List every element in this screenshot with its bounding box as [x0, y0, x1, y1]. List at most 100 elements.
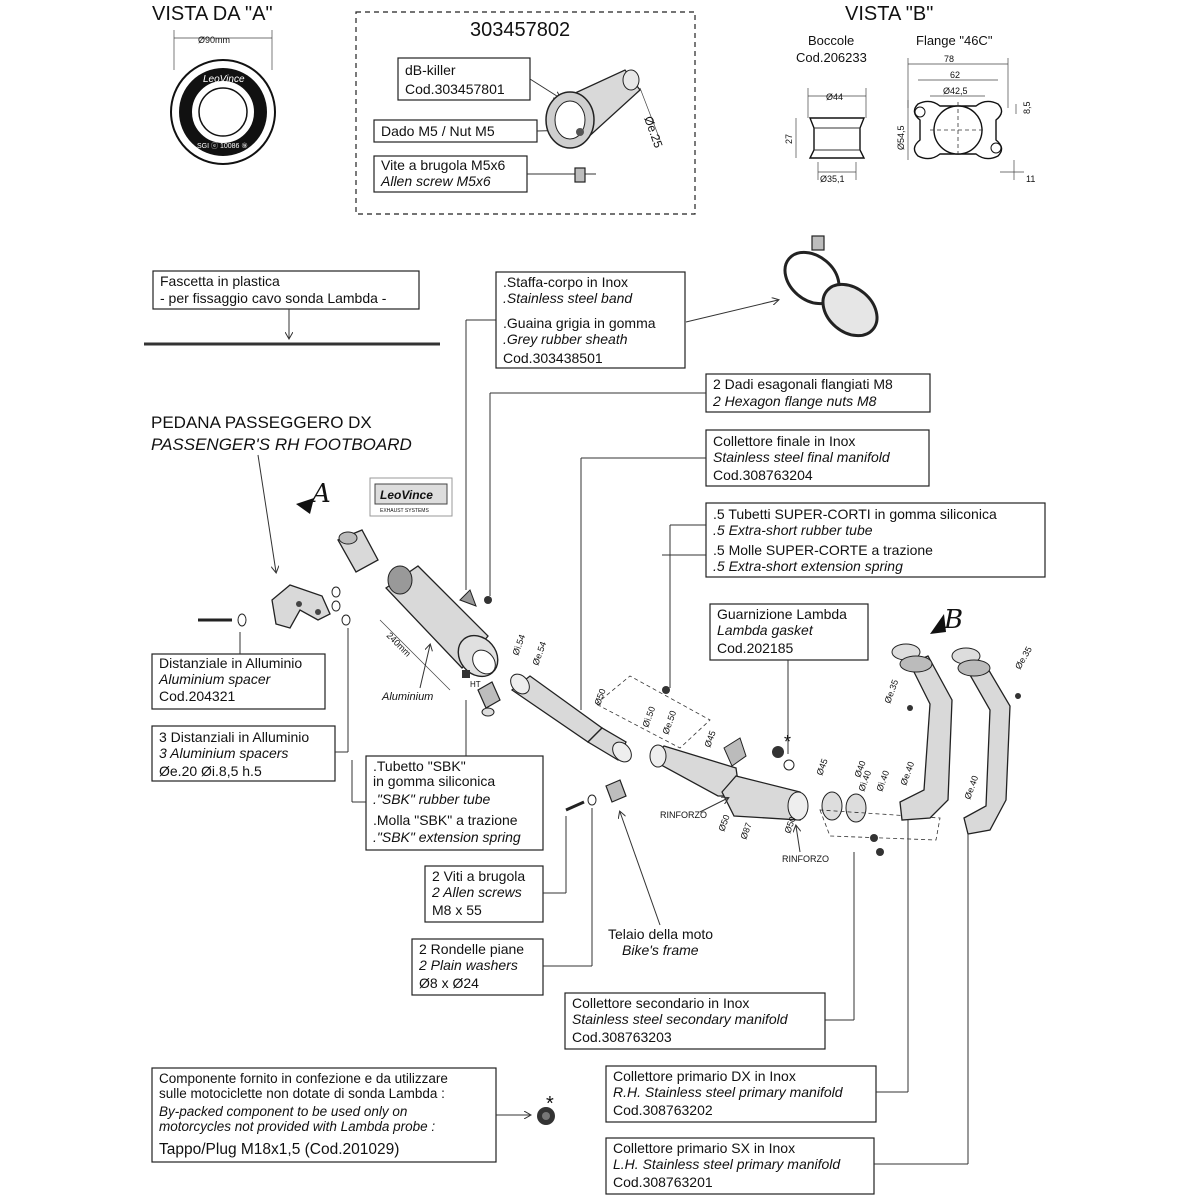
secondary-manifold-code: Cod.308763203: [572, 1029, 672, 1045]
dim-50a: Ø50: [592, 687, 607, 706]
view-b-bushing: [795, 88, 867, 180]
final-manifold-label-en: Stainless steel final manifold: [713, 449, 891, 465]
bolt-left: [198, 586, 492, 627]
lambda-star: *: [784, 732, 791, 752]
view-a-arrow: [296, 498, 314, 514]
view-b-78: 78: [944, 54, 954, 64]
sbk-spring-label: .Molla "SBK" a trazione: [373, 812, 518, 828]
bypack-label-2: sulle motociclette non dotate di sonda L…: [159, 1086, 445, 1101]
dim-45a: Ø45: [702, 729, 717, 748]
spacer-code: Cod.204321: [159, 688, 236, 704]
dim-240: 240mm: [385, 630, 413, 658]
rh-manifold-code: Cod.308763202: [613, 1102, 713, 1118]
dim-e54: Øe.54: [530, 640, 548, 666]
rinforzo-label-1: RINFORZO: [660, 810, 707, 820]
springs-label: .5 Molle SUPER-CORTE a trazione: [713, 542, 933, 558]
screws-label-en: 2 Allen screws: [431, 884, 522, 900]
dim-e40b: Øe.40: [962, 774, 980, 800]
frame-label-en: Bike's frame: [622, 942, 699, 958]
dim-87: Ø87: [738, 821, 753, 840]
plug-star: *: [546, 1093, 554, 1115]
view-b-flange: Flange "46C": [916, 33, 993, 48]
muffler: [337, 529, 499, 678]
view-b-27: 27: [784, 134, 794, 144]
lambda-gasket-label: Guarnizione Lambda: [717, 606, 847, 622]
sbk-spring-label-en: ."SBK" extension spring: [373, 829, 521, 845]
lambda-gasket-code: Cod.202185: [717, 640, 794, 656]
secondary-manifold-label: Collettore secondario in Inox: [572, 995, 749, 1011]
view-b-boccole: Boccole: [808, 33, 854, 48]
washers-dim: Ø8 x Ø24: [419, 975, 479, 991]
fascetta-label: Fascetta in plastica: [160, 273, 280, 289]
secondary-manifold-label-en: Stainless steel secondary manifold: [572, 1011, 789, 1027]
dim-i50: Øi.50: [640, 705, 657, 729]
rh-manifold-label: Collettore primario DX in Inox: [613, 1068, 796, 1084]
aluminium-label: Aluminium: [381, 691, 433, 703]
view-b-arrow: [930, 614, 946, 634]
fascetta-note: - per fissaggio cavo sonda Lambda -: [160, 290, 387, 306]
view-b-62: 62: [950, 70, 960, 80]
footboard-part: [271, 584, 331, 629]
spacer-label-en: Aluminium spacer: [158, 671, 272, 687]
spacers-label: 3 Distanziali in Alluminio: [159, 729, 309, 745]
band-part: [783, 235, 879, 338]
dim-i54: Øi.54: [510, 633, 527, 657]
link-pipe: [510, 673, 632, 763]
view-b-11: 11: [1026, 174, 1035, 184]
footboard-label-en: PASSENGER'S RH FOOTBOARD: [151, 435, 412, 454]
view-b-boccole-code: Cod.206233: [796, 50, 867, 65]
view-b-flange-drawing: [907, 58, 1024, 180]
lh-manifold-label-en: L.H. Stainless steel primary manifold: [613, 1156, 841, 1172]
spacers-dim: Øe.20 Øi.8,5 h.5: [159, 763, 262, 779]
bypack-label-4: motorcycles not provided with Lambda pro…: [159, 1119, 435, 1134]
frame-hardware: [565, 686, 670, 812]
dbkiller-screw: Vite a brugola M5x6: [381, 157, 505, 173]
staffa-code: Cod.303438501: [503, 350, 603, 366]
leovince-logo: LeoVince EXHAUST SYSTEMS: [369, 477, 453, 517]
view-a-title: VISTA DA "A": [152, 3, 273, 25]
dim-50d: Ø50: [716, 813, 731, 832]
plug-part: [537, 1107, 555, 1125]
final-manifold-code: Cod.308763204: [713, 467, 813, 483]
sbk-tube-label-2: in gomma siliconica: [373, 773, 495, 789]
staffa-label: .Staffa-corpo in Inox: [503, 274, 628, 290]
dim-e50: Øe.50: [660, 709, 678, 735]
sbk-tube: [477, 681, 501, 717]
dim-i40b: Øi.40: [874, 769, 891, 793]
dbkiller-code2: Cod.303457801: [405, 81, 505, 97]
primary-manifolds: [870, 643, 1021, 856]
sbk-tube-label: .Tubetto "SBK": [373, 758, 466, 774]
spacers-label-en: 3 Aluminium spacers: [159, 745, 288, 761]
view-b-d44: Ø44: [826, 92, 843, 102]
washers-label: 2 Rondelle piane: [419, 941, 524, 957]
view-b-85: 8,5: [1022, 101, 1032, 114]
rh-manifold-label-en: R.H. Stainless steel primary manifold: [613, 1084, 844, 1100]
dim-45b: Ø45: [814, 757, 829, 776]
view-b-marker: B: [943, 605, 963, 635]
springs-label-en: .5 Extra-short extension spring: [713, 558, 903, 574]
final-manifold-label: Collettore finale in Inox: [713, 433, 855, 449]
lambda-gasket-label-en: Lambda gasket: [717, 622, 814, 638]
lh-manifold-label: Collettore primario SX in Inox: [613, 1140, 795, 1156]
ht-mark: HT: [470, 680, 481, 689]
nuts-label: 2 Dadi esagonali flangiati M8: [713, 376, 893, 392]
screws-dim: M8 x 55: [432, 902, 482, 918]
dim-e40a: Øe.40: [898, 760, 916, 786]
plug-code: Tappo/Plug M18x1,5 (Cod.201029): [159, 1141, 399, 1158]
view-a-marker: A: [310, 479, 331, 509]
footboard-label: PEDANA PASSEGGERO DX: [151, 413, 372, 432]
bypack-label-3: By-packed component to be used only on: [159, 1104, 407, 1119]
svg-text:EXHAUST SYSTEMS: EXHAUST SYSTEMS: [380, 508, 429, 514]
view-a-endcap: Ø90mm LeoVince SGI ⓔ 10086 ⑨: [170, 30, 276, 165]
washers-label-en: 2 Plain washers: [418, 957, 518, 973]
nuts-label-en: 2 Hexagon flange nuts M8: [712, 393, 877, 409]
dim-e35b: Øe.35: [1013, 645, 1034, 671]
svg-text:LeoVince: LeoVince: [380, 488, 433, 502]
rinforzo-label-2: RINFORZO: [782, 854, 829, 864]
view-b-d545: Ø54,5: [896, 125, 906, 150]
sheath-label-en: .Grey rubber sheath: [503, 331, 628, 347]
dbkiller-nut: Dado M5 / Nut M5: [381, 123, 495, 139]
dim-e35a: Øe.35: [882, 678, 900, 704]
screws-label: 2 Viti a brugola: [432, 868, 525, 884]
